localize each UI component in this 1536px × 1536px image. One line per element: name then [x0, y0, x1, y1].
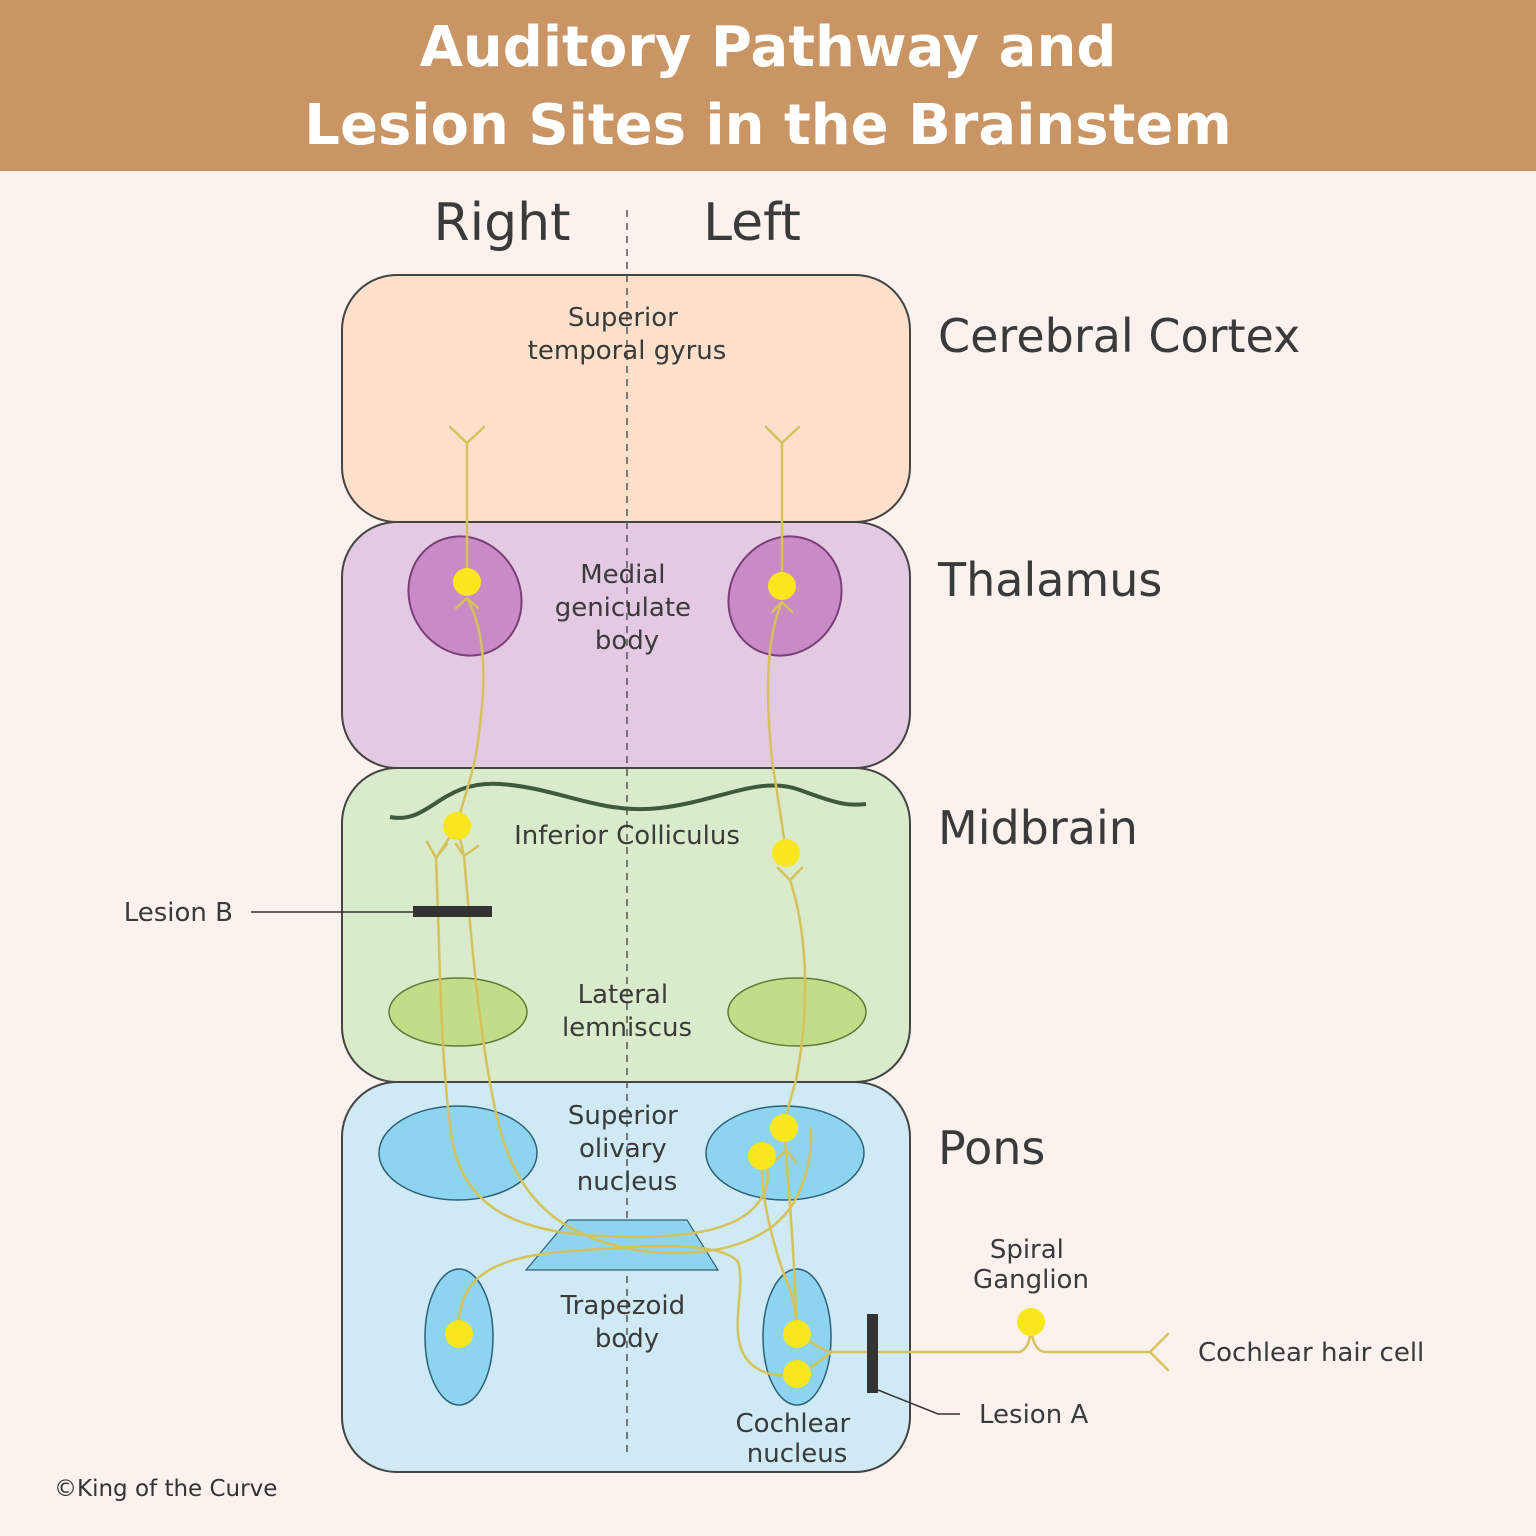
- label-trapezoid-body: Trapezoid body: [560, 1291, 694, 1354]
- fiber-cortex-right: [448, 425, 486, 584]
- lateral-lemniscus-right: [388, 977, 528, 1047]
- title-line-1: Auditory Pathway and: [419, 15, 1117, 80]
- cell-body-ic-right: [443, 812, 471, 840]
- lesion-b-marker: [413, 906, 492, 917]
- label-inferior-colliculus: Inferior Colliculus: [514, 821, 740, 851]
- cell-body-spiral-ganglion: [1017, 1308, 1045, 1336]
- lateral-lemniscus-left: [727, 977, 867, 1047]
- title-line-2: Lesion Sites in the Brainstem: [304, 93, 1232, 158]
- title-banner: Auditory Pathway and Lesion Sites in the…: [0, 0, 1536, 171]
- label-cochlear-hair-cell: Cochlear hair cell: [1198, 1338, 1424, 1368]
- region-label-thalamus: Thalamus: [937, 553, 1162, 607]
- fiber-son-ending: [774, 1148, 798, 1164]
- fiber-crossing-1: [434, 856, 769, 1239]
- label-medial-geniculate-body: Medial geniculate body: [555, 560, 700, 656]
- fiber-cortex-left: [764, 425, 801, 588]
- region-label-midbrain: Midbrain: [938, 801, 1138, 855]
- region-label-pons: Pons: [938, 1121, 1045, 1175]
- inferior-colliculus-line: [389, 781, 867, 820]
- cell-body-cn-left-1: [783, 1320, 811, 1348]
- medial-geniculate-right: [407, 535, 523, 657]
- fiber-mgb-ic-right: [454, 596, 485, 828]
- label-lesion-a: Lesion A: [979, 1400, 1088, 1430]
- label-cochlear-nucleus: Cochlear nucleus: [736, 1409, 859, 1469]
- cell-body-son-left-1: [770, 1114, 798, 1142]
- cell-body-cn-left-2: [783, 1360, 811, 1388]
- label-lateral-lemniscus: Lateral lemniscus: [562, 980, 692, 1043]
- cell-body-ic-left: [772, 839, 800, 867]
- cell-body-cn-right: [445, 1320, 473, 1348]
- label-spiral-ganglion: Spiral Ganglion: [973, 1235, 1089, 1295]
- side-label-left: Left: [703, 193, 801, 253]
- region-label-cortex: Cerebral Cortex: [938, 309, 1300, 363]
- fiber-crossing-2: [462, 854, 813, 1255]
- fiber-ic-son-left: [776, 866, 807, 1130]
- cell-body-son-left-2: [748, 1142, 776, 1170]
- hair-cell-ending: [1148, 1332, 1170, 1372]
- side-label-right: Right: [434, 193, 571, 253]
- fiber-trapezoid-crossing: [457, 1244, 799, 1377]
- lesion-a-marker: [867, 1314, 878, 1393]
- label-lesion-b: Lesion B: [124, 898, 233, 928]
- label-superior-olivary-nucleus: Superior olivary nucleus: [568, 1101, 686, 1197]
- fiber-mgb-ic-left: [766, 600, 794, 855]
- cell-body-mgb-left: [768, 572, 796, 600]
- copyright-notice: ©King of the Curve: [54, 1476, 278, 1502]
- lesion-a-leader: [877, 1389, 960, 1415]
- label-superior-temporal-gyrus: Superior temporal gyrus: [528, 303, 727, 366]
- superior-olivary-right: [378, 1105, 538, 1201]
- cell-body-mgb-right: [453, 568, 481, 596]
- fiber-son-cn-left-b: [782, 1126, 799, 1336]
